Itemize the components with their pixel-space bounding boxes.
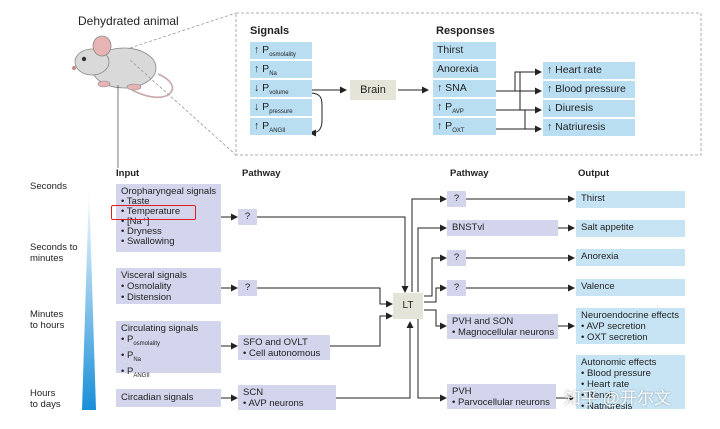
watermark: 知乎 @开尔文	[564, 389, 671, 408]
timescale-hours-days-2: to days	[30, 399, 61, 410]
effect-item-2: ↓ Diuresis	[543, 100, 635, 117]
pathway2-unknown-3: ?	[447, 280, 466, 296]
pathway1-unknown-1: ?	[238, 209, 257, 225]
timescale-gradient	[82, 186, 96, 410]
circadian-title: Circadian signals	[121, 392, 194, 403]
output-anorexia: Anorexia	[576, 249, 685, 266]
auto-item-hr: • Heart rate	[581, 379, 630, 390]
pvh-son-item: • Magnocellular neurons	[452, 327, 555, 338]
response-item-1: Anorexia	[433, 61, 496, 78]
signal-item-0: ↑ Posmolality	[250, 42, 312, 59]
circulating-item-osmolality: • Posmolality	[121, 334, 160, 347]
pathway2-pvh-son: PVH and SON • Magnocellular neurons	[447, 314, 558, 339]
effect-item-1: ↑ Blood pressure	[543, 81, 635, 98]
pathway1-unknown-2: ?	[238, 280, 257, 296]
responses-header: Responses	[436, 25, 495, 37]
auto-item-bp: • Blood pressure	[581, 368, 651, 379]
signal-item-3: ↓ Ppressure	[250, 99, 312, 116]
oro-item-taste: • Taste	[121, 196, 150, 207]
neuro-title: Neuroendocrine effects	[581, 310, 680, 321]
output-neuroendocrine: Neuroendocrine effects • AVP secretion •…	[576, 308, 685, 344]
pathway2-unknown-1: ?	[447, 191, 466, 207]
auto-item-renal: • Renal	[581, 390, 612, 401]
output-autonomic: Autonomic effects • Blood pressure • Hea…	[576, 355, 685, 412]
input-oropharyngeal: Oropharyngeal signals • Taste • Temperat…	[116, 184, 221, 252]
brain-box: Brain	[350, 80, 396, 100]
pathway2-pvh: PVH • Parvocellular neurons	[447, 384, 556, 409]
auto-item-natriuresis: • Natriuresis	[581, 401, 633, 412]
auto-title: Autonomic effects	[581, 357, 657, 368]
pvh-item: • Parvocellular neurons	[452, 397, 550, 408]
pvh-son-title: PVH and SON	[452, 316, 514, 327]
input-circadian: Circadian signals	[116, 389, 221, 407]
timescale-minutes-hours-2: to hours	[30, 320, 65, 331]
scn-item: • AVP neurons	[243, 398, 304, 409]
output-thirst: Thirst	[576, 191, 685, 208]
neuro-item-avp: • AVP secretion	[581, 321, 646, 332]
pathway-header-1: Pathway	[242, 168, 281, 179]
oro-title: Oropharyngeal signals	[121, 186, 217, 197]
signal-item-4: ↑ PANGII	[250, 118, 312, 135]
pathway1-scn: SCN • AVP neurons	[238, 385, 336, 410]
oro-item-dryness: • Dryness	[121, 226, 162, 237]
timescale-seconds: Seconds	[30, 181, 67, 192]
output-header: Output	[578, 168, 610, 179]
input-header: Input	[116, 168, 140, 179]
pathway-header-2: Pathway	[450, 168, 489, 179]
timescale-minutes-hours-1: Minutes	[30, 309, 64, 320]
input-visceral: Visceral signals • Osmolality • Distensi…	[116, 268, 221, 304]
visceral-title: Visceral signals	[121, 270, 187, 281]
timescale-hours-days-1: Hours	[30, 388, 56, 399]
scn-title: SCN	[243, 387, 264, 398]
response-item-3: ↑ PAVP	[433, 99, 496, 116]
timescale-seconds-minutes-1: Seconds to	[30, 242, 78, 253]
pathway1-sfo-ovlt: SFO and OVLT • Cell autonomous	[238, 335, 330, 360]
temperature-highlight	[111, 205, 196, 220]
pvh-title: PVH	[452, 386, 472, 397]
output-valence: Valence	[576, 279, 685, 296]
circulating-item-angii: • PANGII	[121, 365, 150, 379]
pathway2-unknown-2: ?	[447, 250, 466, 266]
lt-box: LT	[393, 293, 423, 319]
circulating-item-na: • PNa	[121, 349, 141, 363]
response-item-4: ↑ POXT	[433, 118, 496, 135]
oro-item-temperature: • Temperature	[121, 206, 181, 217]
sfo-item: • Cell autonomous	[243, 348, 321, 359]
signals-header: Signals	[250, 25, 290, 37]
input-circulating: Circulating signals • Posmolality • PNa …	[116, 321, 221, 379]
oro-item-swallowing: • Swallowing	[121, 236, 175, 247]
response-item-0: Thirst	[433, 42, 496, 59]
mouse-illustration	[62, 30, 182, 100]
neuro-item-oxt: • OXT secretion	[581, 332, 648, 343]
response-item-2: ↑ SNA	[433, 80, 496, 97]
signal-item-1: ↑ PNa	[250, 61, 312, 78]
visceral-item-osmolality: • Osmolality	[121, 281, 172, 292]
sfo-title: SFO and OVLT	[243, 337, 308, 348]
timescale-seconds-minutes-2: minutes	[30, 253, 64, 264]
output-salt-appetite: Salt appetite	[576, 220, 685, 237]
animal-label: Dehydrated animal	[78, 14, 179, 28]
visceral-item-distension: • Distension	[121, 292, 172, 303]
oro-item-sodium: • [Na⁺]	[121, 216, 150, 227]
circulating-title: Circulating signals	[121, 323, 199, 334]
effect-item-0: ↑ Heart rate	[543, 62, 635, 79]
effect-item-3: ↑ Natriuresis	[543, 119, 635, 136]
pathway2-bnstvl: BNSTvl	[447, 220, 558, 236]
signal-item-2: ↓ Pvolume	[250, 80, 312, 97]
